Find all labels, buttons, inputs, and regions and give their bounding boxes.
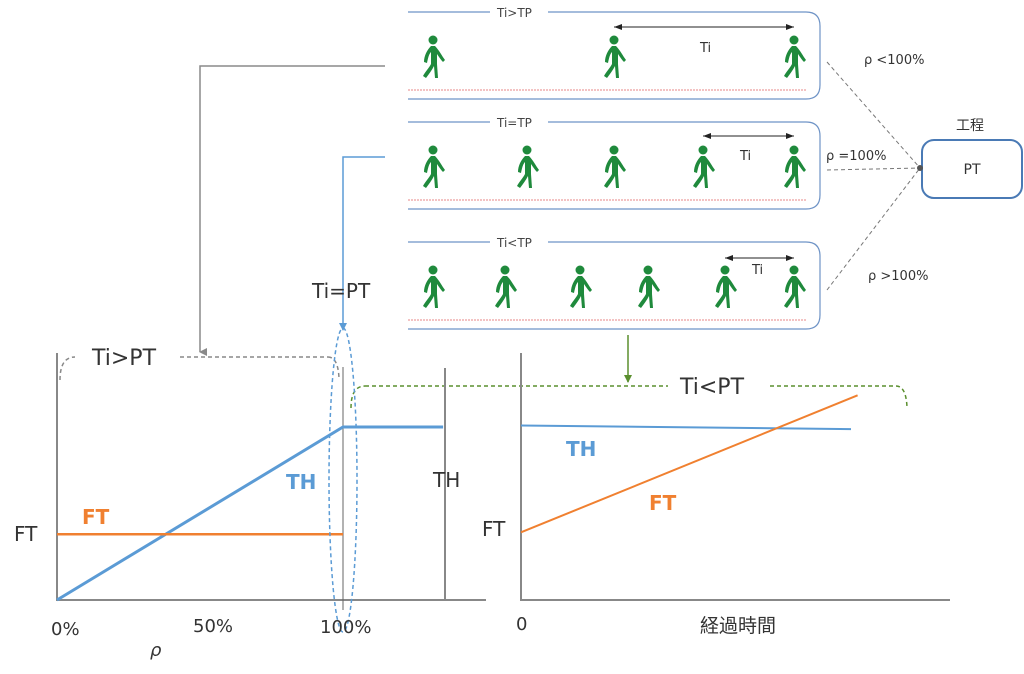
walker-icon	[517, 145, 539, 188]
process-group: 工程 PT ρ <100% ρ =100% ρ >100%	[826, 53, 1023, 291]
chart1-ytick-ft: FT	[14, 522, 38, 546]
chart2-series-th	[520, 424, 852, 431]
walker-icon	[784, 145, 806, 188]
arrival-row: Ti=TP Ti	[408, 114, 821, 210]
arrival-row: Ti<TP Ti	[408, 234, 821, 330]
chart1-th-axis-label: TH	[432, 468, 460, 492]
label-bg	[80, 340, 180, 374]
junction-dot	[917, 165, 923, 171]
walker-icon	[423, 35, 445, 78]
highlight-ellipse	[328, 327, 358, 633]
chart-elapsed: FT TH FT 0 経過時間	[482, 353, 950, 637]
walker-icon	[604, 35, 626, 78]
row-title-bg	[490, 234, 548, 252]
row-title-bg	[490, 114, 548, 132]
row-title: Ti<TP	[496, 236, 532, 250]
blue-arrow-ti-eq	[339, 156, 385, 331]
chart2-xtick-0: 0	[516, 614, 527, 635]
walker-icon	[495, 265, 517, 308]
chart1-xtick-0: 0%	[51, 619, 80, 640]
chart2-legend-th: TH	[566, 437, 596, 461]
arrival-row: Ti>TP Ti	[408, 4, 821, 100]
interval-label: Ti	[699, 41, 711, 56]
chart2-series-ft	[520, 394, 858, 534]
chart1-xtick-100: 100%	[320, 617, 371, 638]
row-frame	[408, 121, 821, 210]
bracket-ti-gt-left	[59, 356, 76, 381]
walker-icon	[715, 265, 737, 308]
label-ti-eq-pt: Ti=PT	[311, 279, 371, 303]
walker-icon	[423, 145, 445, 188]
label-ti-gt-pt: Ti>PT	[91, 346, 157, 371]
walker-icon	[423, 265, 445, 308]
walker-icon	[693, 145, 715, 188]
chart2-ytick-ft: FT	[482, 517, 506, 541]
row-title: Ti>TP	[496, 6, 532, 20]
interval-label: Ti	[751, 263, 763, 278]
bracket-ti-lt-left	[350, 385, 366, 409]
bracket-ti-gt-right	[327, 356, 340, 379]
row-frame	[408, 241, 821, 330]
walker-icon	[784, 35, 806, 78]
chart-utilization: FT FT TH TH 0% 50% 100% ρ	[14, 327, 486, 661]
chart1-xlabel: ρ	[150, 640, 162, 661]
connector-lt	[826, 61, 921, 169]
connector-gt	[826, 167, 921, 291]
chart1-xtick-50: 50%	[193, 616, 233, 637]
interval-label: Ti	[739, 149, 751, 164]
gray-arrow-ti-gt	[199, 65, 385, 356]
process-caption: 工程	[956, 118, 984, 134]
chart1-legend-th: TH	[286, 470, 316, 494]
condition-lt: ρ <100%	[864, 53, 924, 68]
walker-icon	[604, 145, 626, 188]
walker-icon	[570, 265, 592, 308]
row-title: Ti=TP	[496, 116, 532, 130]
bracket-ti-lt-right	[895, 385, 908, 408]
chart1-legend-ft: FT	[82, 505, 110, 529]
process-box-label: PT	[964, 162, 981, 178]
condition-eq: ρ =100%	[826, 149, 886, 164]
walker-icon	[638, 265, 660, 308]
walker-icon	[784, 265, 806, 308]
connector-eq	[826, 167, 921, 171]
chart2-xlabel: 経過時間	[700, 615, 776, 637]
chart2-legend-ft: FT	[649, 491, 677, 515]
row-title-bg	[490, 4, 548, 22]
row-frame	[408, 11, 821, 100]
condition-gt: ρ >100%	[868, 269, 928, 284]
label-ti-lt-pt: Ti<PT	[679, 375, 745, 400]
chart1-series-th	[56, 425, 444, 602]
